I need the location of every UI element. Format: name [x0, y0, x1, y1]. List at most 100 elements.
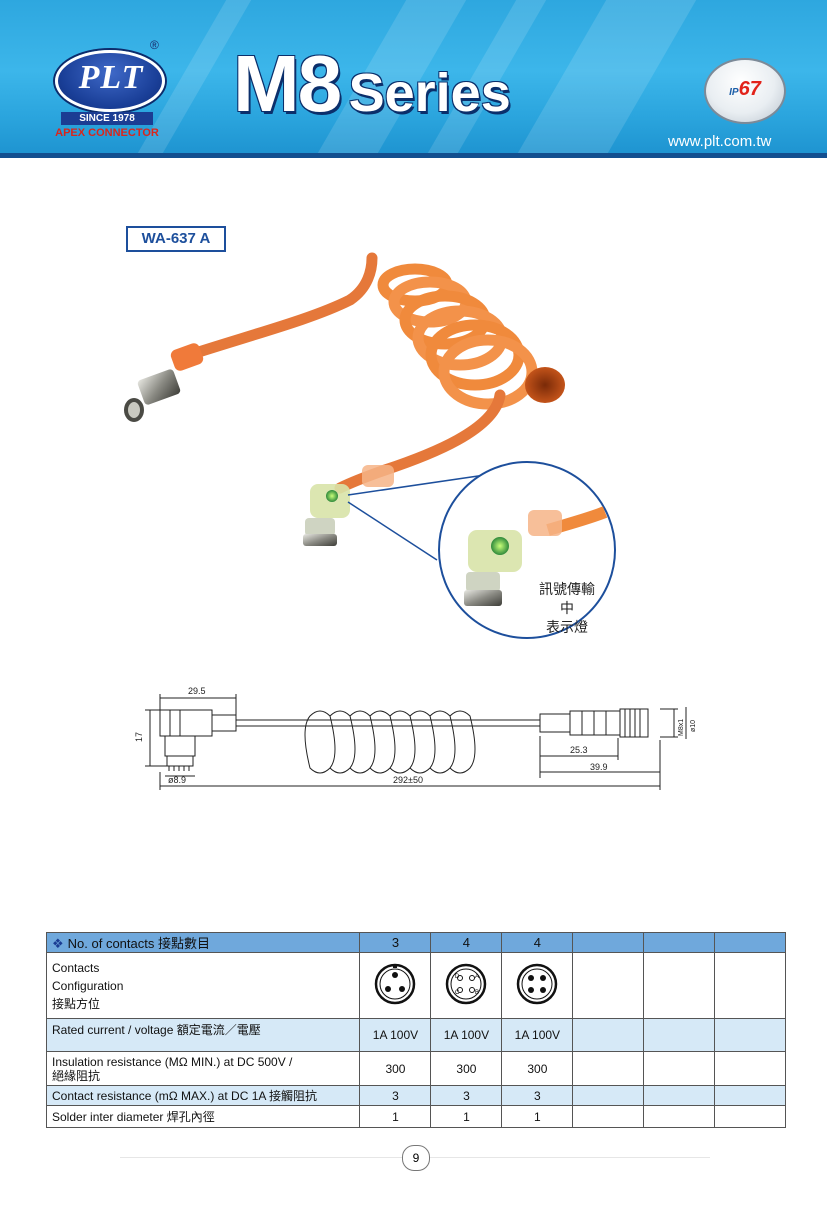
product-photo [124, 252, 616, 639]
table-row-configuration: Contacts Configuration 接點方位 D [45, 952, 786, 1019]
dim-label-8-9: ø8.9 [168, 775, 186, 785]
logo-oval [55, 50, 165, 112]
series-title-main: M8 [233, 39, 342, 128]
empty-cell [643, 952, 716, 1019]
row-value [572, 1105, 645, 1128]
contacts-count [643, 932, 716, 953]
row-value [572, 1085, 645, 1106]
pin-layout-4-lettered: D A C B [430, 952, 503, 1019]
row-value [714, 1105, 786, 1128]
plt-logo: PLT ® SINCE 1978 APEX CONNECTOR [46, 38, 168, 142]
pin-layout-3 [359, 952, 432, 1019]
row-label-line: Configuration [52, 978, 124, 993]
led-indicator-caption: 訊號傳輸中 表示燈 [537, 580, 597, 637]
model-label: WA-637 A [126, 226, 226, 252]
dim-label-25-3: 25.3 [570, 745, 588, 755]
series-title-sub: Series [348, 63, 511, 123]
drawing-connector-right [569, 710, 621, 736]
row-value: 1 [430, 1105, 503, 1128]
row-value: 3 [501, 1085, 574, 1106]
elbow-connector [303, 465, 394, 546]
contacts-count [714, 932, 786, 953]
table-row-insulation: Insulation resistance (MΩ MIN.) at DC 50… [45, 1051, 786, 1086]
coiled-cable [377, 263, 565, 410]
cable [334, 389, 506, 494]
row-label-line: Contacts [52, 960, 100, 975]
logo-text: PLT [78, 59, 144, 96]
dim-label-39-9: 39.9 [590, 762, 608, 772]
row-value: 1A 100V [501, 1018, 574, 1052]
row-value: 300 [359, 1051, 432, 1086]
pin-layout-4-lettered-icon: D A C B [446, 963, 487, 1005]
row-label: Rated current / voltage 額定電流／電壓 [45, 1018, 361, 1052]
row-value [643, 1018, 716, 1052]
empty-cell [714, 952, 786, 1019]
row-value: 1 [501, 1105, 574, 1128]
dim-label-m8: M8x1 [678, 719, 685, 736]
row-value: 300 [501, 1051, 574, 1086]
header-label-text: No. of contacts 接點數目 [67, 936, 210, 951]
row-label: Solder inter diameter 焊孔內徑 [45, 1105, 361, 1128]
row-value [572, 1018, 645, 1052]
ip-value: 67 [738, 78, 761, 100]
row-value [643, 1051, 716, 1086]
contacts-count [572, 932, 645, 953]
since-label: SINCE 1978 [61, 112, 153, 125]
table-row-contact-resistance: Contact resistance (mΩ MAX.) at DC 1A 接觸… [45, 1085, 786, 1106]
pin-layout-4-icon [517, 963, 558, 1005]
header-divider [0, 153, 827, 158]
row-value [714, 1018, 786, 1052]
series-title: M8 Series [233, 38, 511, 130]
row-value: 300 [430, 1051, 503, 1086]
table-header-row: ❖No. of contacts 接點數目 3 4 4 [45, 932, 786, 953]
cable [174, 252, 378, 364]
row-value [572, 1051, 645, 1086]
page-header: PLT ® SINCE 1978 APEX CONNECTOR M8 Serie… [0, 0, 827, 158]
pin-letter: B [475, 990, 479, 996]
row-label: Contact resistance (mΩ MAX.) at DC 1A 接觸… [45, 1085, 361, 1106]
website-url: www.plt.com.tw [668, 133, 772, 150]
dim-label-292: 292±50 [393, 775, 423, 785]
diamond-bullet-icon: ❖ [52, 936, 64, 951]
contacts-count: 4 [430, 932, 503, 953]
row-value [643, 1105, 716, 1128]
table-header-label: ❖No. of contacts 接點數目 [45, 932, 361, 953]
dim-label-29-5: 29.5 [188, 686, 206, 696]
company-name: APEX CONNECTOR [55, 127, 159, 139]
dim-label-10: ø10 [690, 720, 697, 732]
row-value [714, 1051, 786, 1086]
page-number: 9 [402, 1145, 430, 1171]
row-value: 1A 100V [359, 1018, 432, 1052]
callout-line [347, 474, 486, 496]
registered-mark: ® [150, 38, 159, 52]
caption-line: 表示燈 [546, 619, 588, 635]
pin-layout-4 [501, 952, 574, 1019]
row-value: 1 [359, 1105, 432, 1128]
pin-letter: C [455, 990, 460, 996]
row-value [714, 1085, 786, 1106]
contacts-count: 4 [501, 932, 574, 953]
ip-rating: IP67 [706, 78, 784, 101]
drawing-connector-left [159, 709, 213, 737]
row-label: Contacts Configuration 接點方位 [45, 952, 361, 1019]
row-label-line: Insulation resistance (MΩ MIN.) at DC 50… [52, 1054, 293, 1069]
pin-letter: A [475, 974, 479, 980]
dimension-drawing: 29.5 17 ø8.9 292±50 25.3 39.9 M8x1 ø10 [134, 686, 697, 790]
spec-table: ❖No. of contacts 接點數目 3 4 4 Contacts Con… [45, 932, 786, 1128]
empty-cell [572, 952, 645, 1019]
pin-layout-3-icon [375, 963, 416, 1005]
row-value: 1A 100V [430, 1018, 503, 1052]
callout-line [347, 501, 438, 561]
row-value: 3 [430, 1085, 503, 1106]
table-row-solder: Solder inter diameter 焊孔內徑 1 1 1 [45, 1105, 786, 1128]
row-label: Insulation resistance (MΩ MIN.) at DC 50… [45, 1051, 361, 1086]
table-row-rated: Rated current / voltage 額定電流／電壓 1A 100V … [45, 1018, 786, 1052]
drawing-coil [304, 710, 476, 774]
ip-prefix: IP [729, 87, 739, 98]
ip67-badge: IP67 [704, 58, 786, 124]
pin-letter: D [455, 974, 460, 980]
contacts-count: 3 [359, 932, 432, 953]
callout-connector [464, 506, 608, 606]
row-value: 3 [359, 1085, 432, 1106]
dim-label-17: 17 [134, 732, 144, 742]
